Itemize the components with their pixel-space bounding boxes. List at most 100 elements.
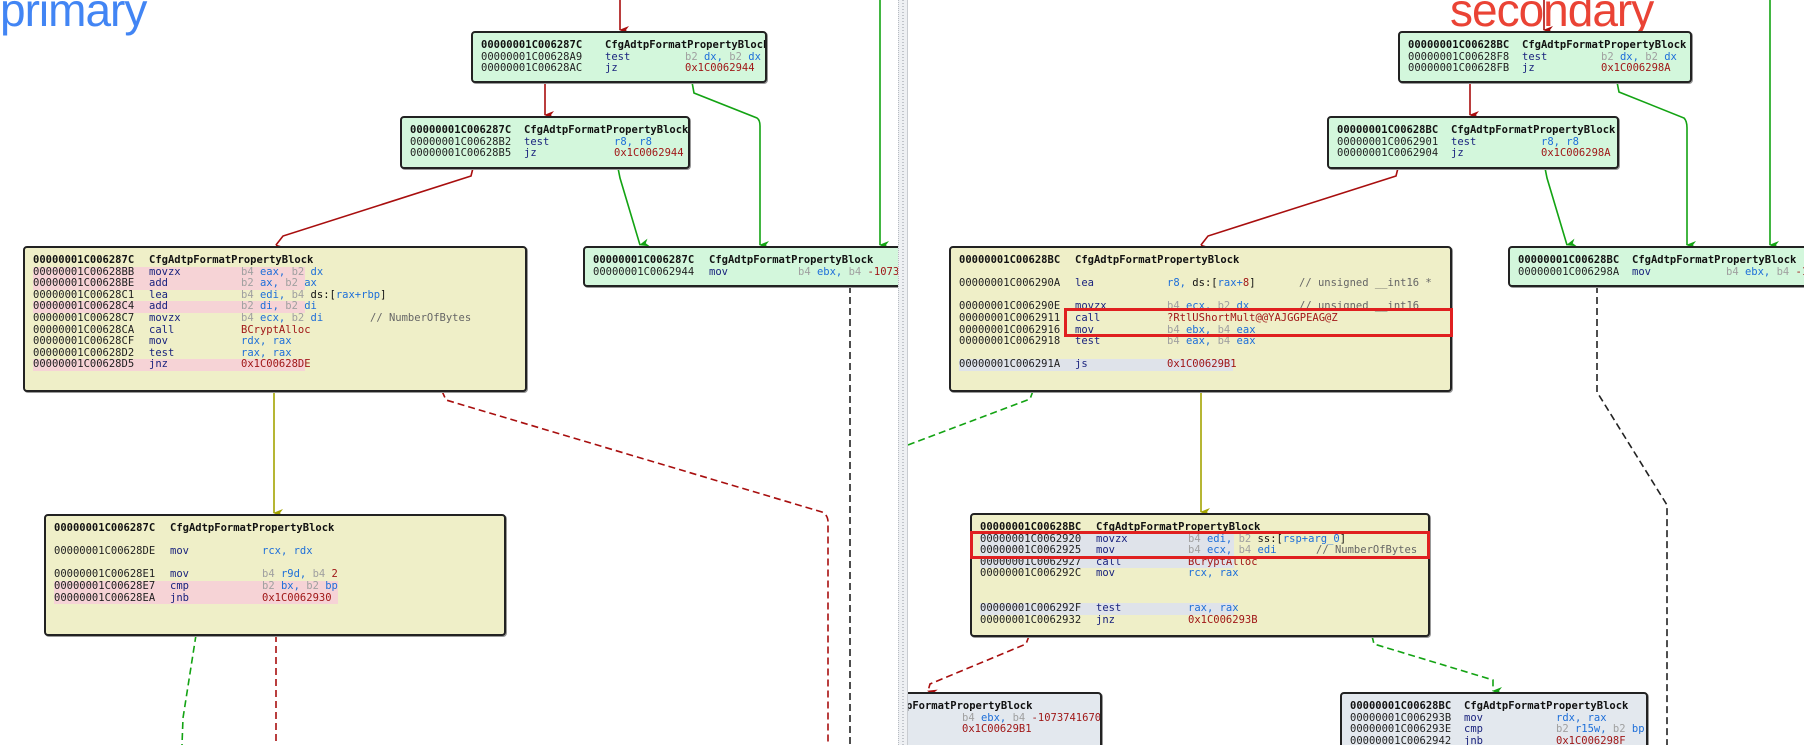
instruction-address: 00000001C00628C1 [33,288,135,301]
jump-target[interactable]: 0x1C0062944 [614,147,684,160]
pane-divider[interactable] [898,0,908,745]
block-header: 00000001C00628BC CfgAdtpFormatPropertyBl… [1408,39,1690,52]
edge-c-dashed [441,390,829,745]
instruction-row[interactable]: 00000001C006290A lea r8, ds:[rax+8] // u… [959,277,1450,290]
secondary-block-b[interactable]: 00000001C00628BC CfgAdtpFormatPropertyBl… [1327,116,1619,169]
instruction-row[interactable]: 00000001C00628E7 cmp b2 bx, b2 bp [54,580,504,593]
instruction-comment: // unsigned __int16 * [1299,277,1432,290]
block-header: 00000001C00628BC CfgAdtpFormatPropertyBl… [1350,700,1646,713]
instruction-row[interactable]: 00000001C00628C7 movzx b4 ecx, b2 di // … [33,312,525,325]
instruction-address: 00000001C00628EA [54,591,156,604]
edge-a-to-d [1616,81,1696,249]
instruction-row[interactable]: 00000001C00628EA jnb 0x1C0062930 [54,591,504,605]
instruction-row[interactable]: 00000001C00628E1 mov b4 r9d, b4 2 [54,569,504,581]
block-address: 00000001C00628BC [1337,124,1439,136]
jump-target[interactable]: 0x1C00629B1 [962,723,1032,736]
instruction-row[interactable]: 00000001C00628BE add b2 ax, b2 ax [33,277,525,290]
instruction-row[interactable]: 00000001C0062916 mov b4 ebx, b4 eax [959,324,1450,337]
instruction-row[interactable]: 00000001C00628AC jz 0x1C0062944 [481,63,765,75]
instruction-row[interactable]: 00000001C0062942 jnb 0x1C006298F [1350,734,1646,745]
jump-target[interactable]: 0x1C006298F [1556,734,1626,745]
instruction-row[interactable]: 00000001C006292C mov rcx, rax [980,568,1428,580]
instruction-row[interactable]: 00000001C0062904 jz 0x1C006298A [1337,148,1617,160]
jump-target[interactable]: 0x1C006298A [1541,147,1611,160]
diff-highlight [54,592,338,605]
instruction-row[interactable]: 00000001C0062911 call ?RtlUShortMult@@YA… [959,311,1450,325]
instruction-row[interactable]: 00000001C00628D2 test rax, rax [33,347,525,360]
instruction-row[interactable]: 00000001C0062927 call BCryptAlloc [980,555,1428,569]
block-address: 00000001C006287C [33,254,135,266]
primary-block-c[interactable]: 00000001C006287C CfgAdtpFormatPropertyBl… [23,246,527,392]
instruction-row[interactable]: 00000001C00628A9 test b2 dx, b2 dx [481,51,765,64]
primary-block-b[interactable]: 00000001C006287C CfgAdtpFormatPropertyBl… [400,116,690,169]
instruction-operands: b2 di, b2 di [241,300,317,313]
instruction-operands: r8, r8 [1541,135,1579,148]
instruction-row[interactable]: 00000001C0062901 test r8, r8 [1337,135,1617,149]
block-header: 00000001C006287C CfgAdtpFormatPropertyBl… [481,39,765,52]
instruction-row[interactable]: 00000001C0062920 movzx b4 edi, b2 ss:[rs… [980,532,1428,546]
primary-block-d[interactable]: 00000001C006287C CfgAdtpFormatPropertyBl… [583,246,898,287]
call-target[interactable]: BCryptAlloc [241,323,311,336]
instruction-operands: rax, rax [1188,602,1239,615]
block-function-name: CfgAdtpFormatPropertyBlock [170,522,335,534]
jump-target[interactable]: 0x1C006293B [1188,613,1258,626]
instruction-mnemonic: mov [1096,567,1115,580]
jump-target[interactable]: 0x1C0062944 [685,62,755,75]
instruction-row[interactable]: 00000001C00628FB jz 0x1C006298A [1408,63,1690,75]
instruction-row[interactable]: 00000001C006293B mov rdx, rax [1350,711,1646,725]
call-target[interactable]: ?RtlUShortMult@@YAJGGPEAG@Z [1167,311,1338,324]
edge-a-to-d [691,81,769,249]
secondary-block-c[interactable]: 00000001C00628BC CfgAdtpFormatPropertyBl… [949,246,1452,392]
secondary-block-e[interactable]: 00000001C00628BC CfgAdtpFormatPropertyBl… [970,513,1430,637]
jump-target[interactable]: 0x1C0062930 [262,591,332,604]
secondary-graph-pane[interactable]: secondary 00000001C00628BC CfgAdtpFormat… [908,0,1804,745]
primary-graph-pane[interactable]: primary 00000001C006287C CfgAdtpFormatPr… [0,0,898,745]
block-address: 00000001C006287C [481,39,583,51]
instruction-address: 00000001C00628AC [481,62,583,75]
instruction-row[interactable]: 00000001C00628CF mov rdx, rax [33,336,525,348]
instruction-operands: b4 edi, b4 ds:[rax+rbp] [241,288,387,301]
secondary-block-g[interactable]: 00000001C00628BC CfgAdtpFormatPropertyBl… [1340,692,1648,745]
diff-highlight [54,580,338,593]
jump-target[interactable]: 0x1C006298A [1601,62,1671,75]
instruction-row[interactable]: 00000001C006290E movzx b4 ecx, b2 dx // … [959,301,1450,313]
primary-block-a[interactable]: 00000001C006287C CfgAdtpFormatPropertyBl… [471,31,767,83]
instruction-address: 00000001C006298A [1518,265,1620,278]
instruction-mnemonic: movzx [1075,300,1107,313]
instruction-mnemonic: add [149,277,168,290]
block-header: 00000001C00628BC CfgAdtpFormatPropertyBl… [980,521,1428,534]
instruction-row[interactable]: 00000001C00628B5 jz 0x1C0062944 [410,148,688,160]
instruction-row[interactable]: 00000001C006298A mov b4 ebx, b4 -10 [1518,265,1804,279]
instruction-row[interactable]: 00000001C0062925 mov b4 ecx, b4 edi // N… [980,544,1428,557]
primary-block-e[interactable]: 00000001C006287C CfgAdtpFormatPropertyBl… [44,514,506,636]
instruction-row[interactable]: 00000001C00628C4 add b2 di, b2 di [33,301,525,313]
call-target[interactable]: BCryptAlloc [1188,555,1258,568]
instruction-comment: // NumberOfBytes [1316,544,1418,557]
jump-target[interactable]: 0x1C00628DE [241,358,311,371]
instruction-row[interactable]: 00000001C00628BB movzx b4 eax, b2 dx [33,265,525,279]
instruction-address: 00000001C006293B [1350,711,1452,724]
instruction-row[interactable]: 00000001C0062918 test b4 eax, b4 eax [959,335,1450,348]
secondary-block-d[interactable]: 00000001C00628BC CfgAdtpFormatPropertyBl… [1508,246,1804,287]
instruction-row[interactable]: 00000001C006293E cmp b2 r15w, b2 bp [1350,723,1646,736]
secondary-block-f[interactable]: pFormatPropertyBlock b4 ebx, b4 -1073741… [908,692,1102,745]
instruction-row[interactable]: 00000001C006292F test rax, rax [980,603,1428,615]
instruction-row[interactable]: 0x1C00629B1 [908,724,1100,736]
instruction-row[interactable]: 00000001C00628CA call BCryptAlloc [33,323,525,337]
instruction-operands: b4 edi, b2 ss:[rsp+arg_0] [1188,532,1347,545]
instruction-row[interactable]: 00000001C00628C1 lea b4 edi, b4 ds:[rax+… [33,288,525,302]
instruction-row[interactable]: 00000001C00628B2 test r8, r8 [410,136,688,149]
instruction-row[interactable]: 00000001C006291A js 0x1C00629B1 [959,359,1450,371]
instruction-mnemonic: movzx [149,265,181,278]
diff-highlight [980,556,1234,569]
instruction-address: 00000001C0062925 [980,544,1082,557]
instruction-row[interactable]: 00000001C00628D5 jnz 0x1C00628DE [33,359,525,371]
secondary-block-a[interactable]: 00000001C00628BC CfgAdtpFormatPropertyBl… [1398,31,1692,83]
instruction-row[interactable]: 00000001C0062944 mov b4 ebx, b4 -1073 [593,266,898,279]
edge-d-dashed [1596,286,1668,745]
jump-target[interactable]: 0x1C00629B1 [1167,358,1237,371]
instruction-row[interactable]: 00000001C0062932 jnz 0x1C006293B [980,613,1428,627]
instruction-row[interactable]: 00000001C00628DE mov rcx, rdx [54,546,504,558]
instruction-row[interactable]: 00000001C00628F8 test b2 dx, b2 dx [1408,51,1690,64]
instruction-row[interactable]: b4 ebx, b4 -1073741670 [908,712,1100,725]
